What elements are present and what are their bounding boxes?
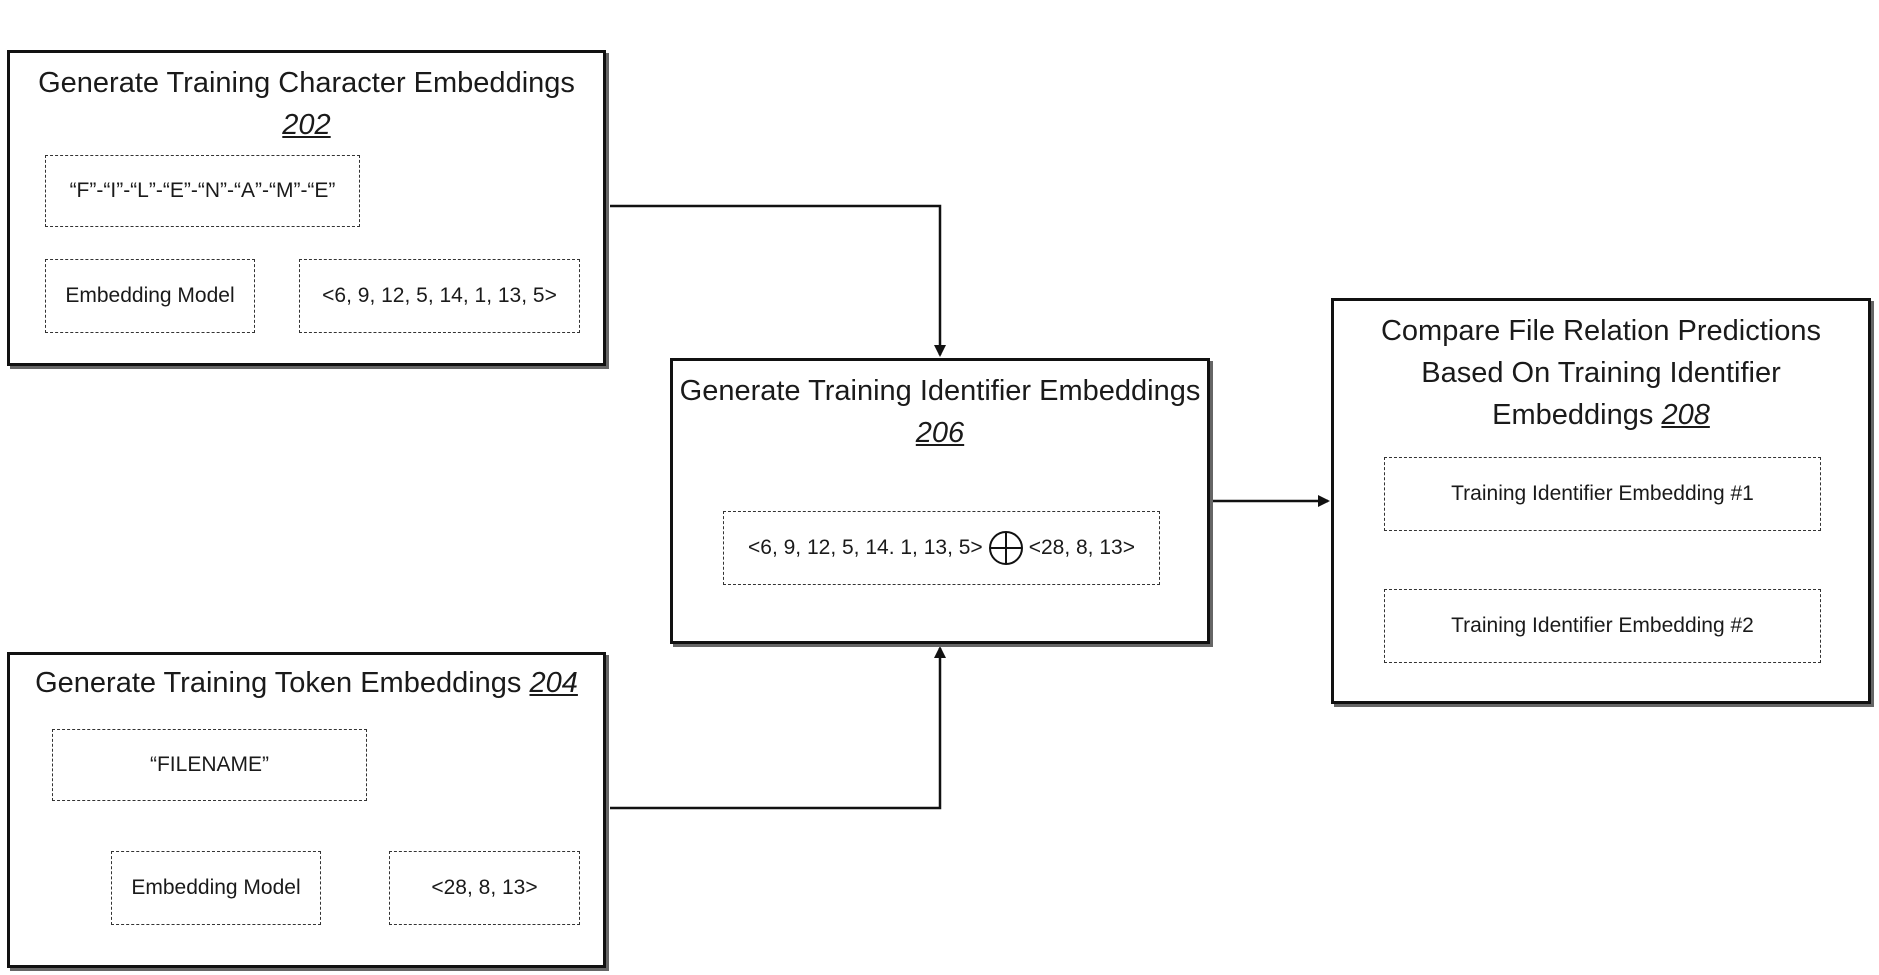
step-208-title-text-3: Embeddings: [1492, 399, 1653, 431]
step-202-title: Generate Training Character Embeddings: [10, 63, 603, 104]
character-sequence: “F”-“I”-“L”-“E”-“N”-“A”-“M”-“E”: [70, 179, 336, 203]
identifier-concat-box: <6, 9, 12, 5, 14. 1, 13, 5> <28, 8, 13>: [723, 511, 1160, 585]
step-204-box: Generate Training Token Embeddings 204 “…: [7, 652, 606, 968]
identifier-embedding-1-box: Training Identifier Embedding #1: [1384, 457, 1821, 531]
identifier-embedding-2: Training Identifier Embedding #2: [1451, 614, 1754, 638]
token-vector: <28, 8, 13>: [431, 876, 537, 900]
connector-204-to-206: [610, 648, 940, 808]
identifier-embedding-1: Training Identifier Embedding #1: [1451, 482, 1754, 506]
step-204-title-text: Generate Training Token Embeddings: [35, 667, 521, 699]
step-208-title-line2: Based On Training Identifier: [1334, 353, 1868, 394]
token-text: “FILENAME”: [150, 753, 269, 777]
step-204-ref: 204: [530, 667, 578, 699]
connector-202-to-206: [610, 206, 940, 355]
identifier-vector-left: <6, 9, 12, 5, 14. 1, 13, 5>: [748, 536, 983, 560]
character-vector-box: <6, 9, 12, 5, 14, 1, 13, 5>: [299, 259, 580, 333]
step-206-title: Generate Training Identifier Embeddings: [673, 371, 1207, 412]
character-vector: <6, 9, 12, 5, 14, 1, 13, 5>: [322, 284, 557, 308]
concatenate-icon: [987, 529, 1025, 567]
step-202-ref: 202: [282, 109, 330, 141]
identifier-vector-right: <28, 8, 13>: [1029, 536, 1135, 560]
step-202-title-text: Generate Training Character Embeddings: [38, 67, 575, 99]
step-206-ref: 206: [916, 417, 964, 449]
embedding-model-label-204: Embedding Model: [131, 876, 300, 900]
step-208-title-text-1: Compare File Relation Predictions: [1381, 315, 1821, 347]
identifier-embedding-2-box: Training Identifier Embedding #2: [1384, 589, 1821, 663]
step-206-box: Generate Training Identifier Embeddings …: [670, 358, 1210, 644]
embedding-model-box-202: Embedding Model: [45, 259, 255, 333]
embedding-model-box-204: Embedding Model: [111, 851, 321, 925]
step-208-box: Compare File Relation Predictions Based …: [1331, 298, 1871, 704]
token-box: “FILENAME”: [52, 729, 367, 801]
character-sequence-box: “F”-“I”-“L”-“E”-“N”-“A”-“M”-“E”: [45, 155, 360, 227]
step-208-title-text-2: Based On Training Identifier: [1421, 357, 1780, 389]
token-vector-box: <28, 8, 13>: [389, 851, 580, 925]
embedding-model-label-202: Embedding Model: [65, 284, 234, 308]
step-208-title-line1: Compare File Relation Predictions: [1334, 311, 1868, 352]
step-208-title-line3: Embeddings 208: [1334, 395, 1868, 436]
step-206-ref-line: 206: [673, 413, 1207, 454]
step-202-box: Generate Training Character Embeddings 2…: [7, 50, 606, 366]
step-202-ref-line: 202: [10, 105, 603, 146]
step-204-title: Generate Training Token Embeddings 204: [10, 663, 603, 704]
step-206-title-text: Generate Training Identifier Embeddings: [680, 375, 1201, 407]
step-208-ref: 208: [1661, 399, 1709, 431]
